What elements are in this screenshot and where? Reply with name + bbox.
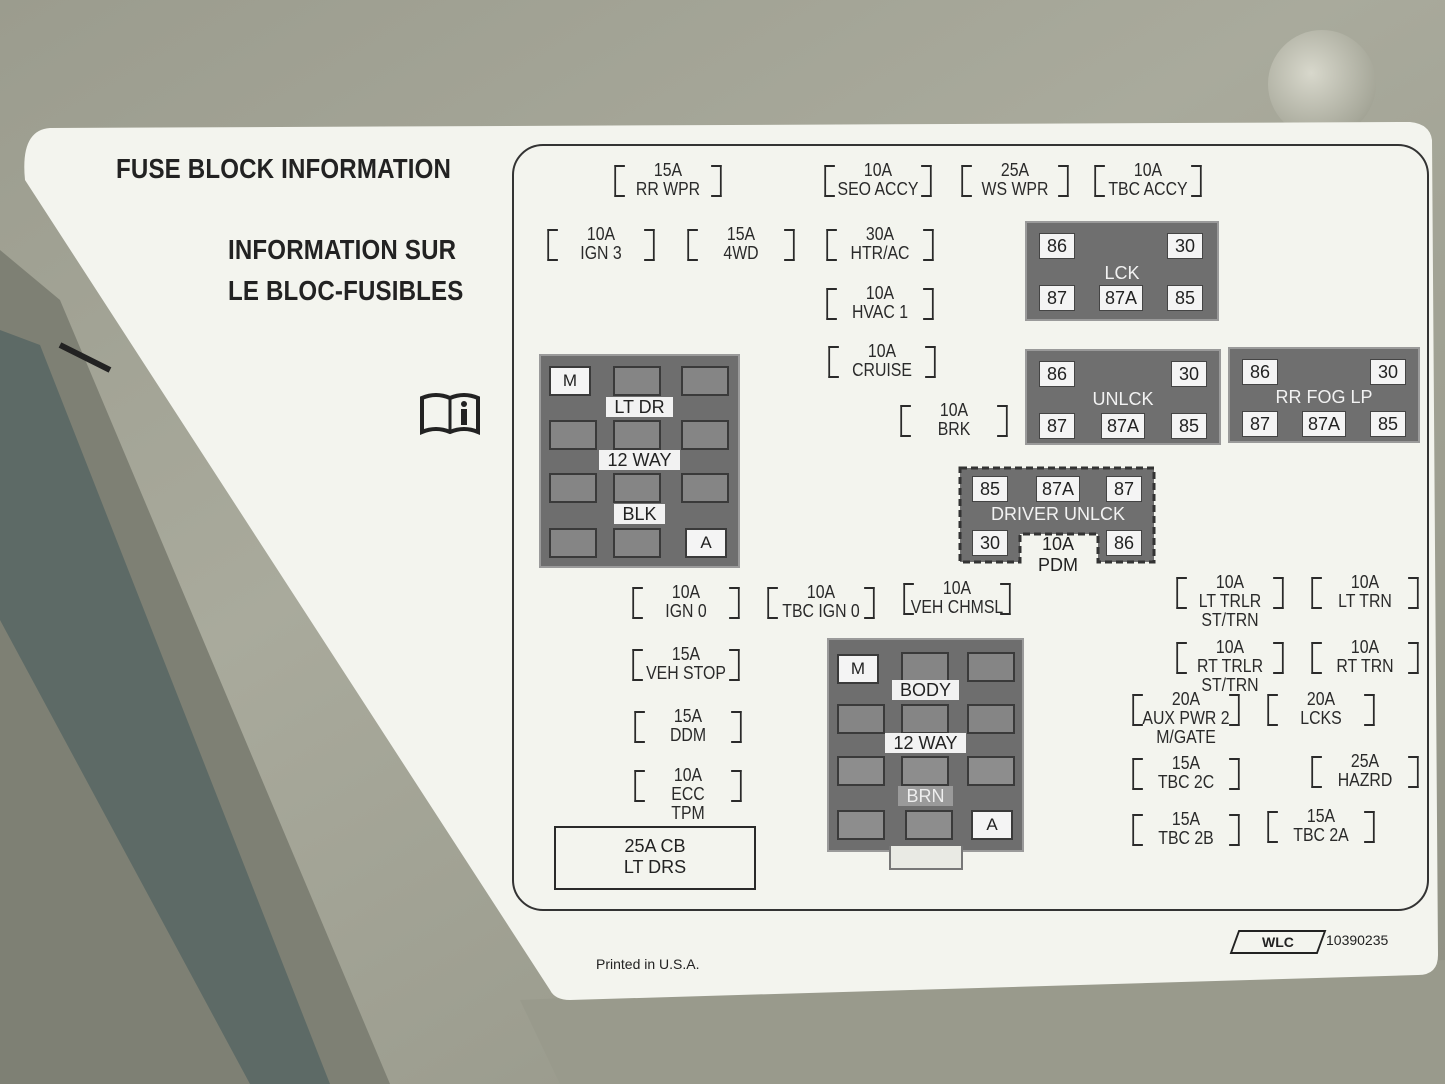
relay-pin: 87 <box>1039 285 1075 311</box>
relay-pin: 30 <box>1370 359 1406 385</box>
relay-pin: 87 <box>1039 413 1075 439</box>
connector-lt-dr: M LT DR 12 WAY BLK A <box>539 354 740 568</box>
connector-pin-m: M <box>549 366 591 396</box>
relay-pin: 87A <box>1101 413 1145 439</box>
relay-label: DRIVER UNLCK <box>958 504 1158 525</box>
relay-pin: 85 <box>972 476 1008 502</box>
relay-lck: 86 30 LCK 87 87A 85 <box>1025 221 1219 321</box>
relay-pin: 87A <box>1036 476 1080 502</box>
title-fr-line2: LE BLOC-FUSIBLES <box>228 275 464 307</box>
relay-pin: 87 <box>1106 476 1142 502</box>
connector-pin-a: A <box>685 528 727 558</box>
relay-pin: 86 <box>1039 361 1075 387</box>
relay-label: LCK <box>1027 263 1217 284</box>
relay-rr-fog-lp: 86 30 RR FOG LP 87 87A 85 <box>1228 347 1420 443</box>
relay-pin: 85 <box>1171 413 1207 439</box>
relay-unlck: 86 30 UNLCK 87 87A 85 <box>1025 349 1221 445</box>
connector-label: BRN <box>898 786 952 806</box>
title-fr-line1: INFORMATION SUR <box>228 234 456 266</box>
connector-label: BODY <box>892 680 959 700</box>
relay-pin: 86 <box>1242 359 1278 385</box>
connector-label: 12 WAY <box>599 450 679 470</box>
relay-label: RR FOG LP <box>1230 387 1418 408</box>
connector-label: BLK <box>614 504 664 524</box>
relay-pin: 87A <box>1099 285 1143 311</box>
connector-label: LT DR <box>606 397 672 417</box>
relay-label: UNLCK <box>1027 389 1219 410</box>
relay-pin: 86 <box>1106 530 1142 556</box>
relay-pin: 87A <box>1302 411 1346 437</box>
relay-pin: 30 <box>972 530 1008 556</box>
title-en: FUSE BLOCK INFORMATION <box>116 153 451 185</box>
relay-pin: 85 <box>1167 285 1203 311</box>
relay-pin: 30 <box>1171 361 1207 387</box>
connector-tab <box>889 846 963 870</box>
part-number: 10390235 <box>1326 932 1388 948</box>
owner-manual-icon <box>418 390 482 438</box>
printed-in-usa: Printed in U.S.A. <box>596 956 700 972</box>
relay-pin: 85 <box>1370 411 1406 437</box>
relay-pin: 87 <box>1242 411 1278 437</box>
relay-pin: 30 <box>1167 233 1203 259</box>
connector-label: 12 WAY <box>885 733 965 753</box>
relay-pin: 86 <box>1039 233 1075 259</box>
connector-body: M BODY 12 WAY BRN A <box>827 638 1024 852</box>
wlc-logo: WLC <box>1230 930 1327 954</box>
connector-pin-a: A <box>971 810 1013 840</box>
